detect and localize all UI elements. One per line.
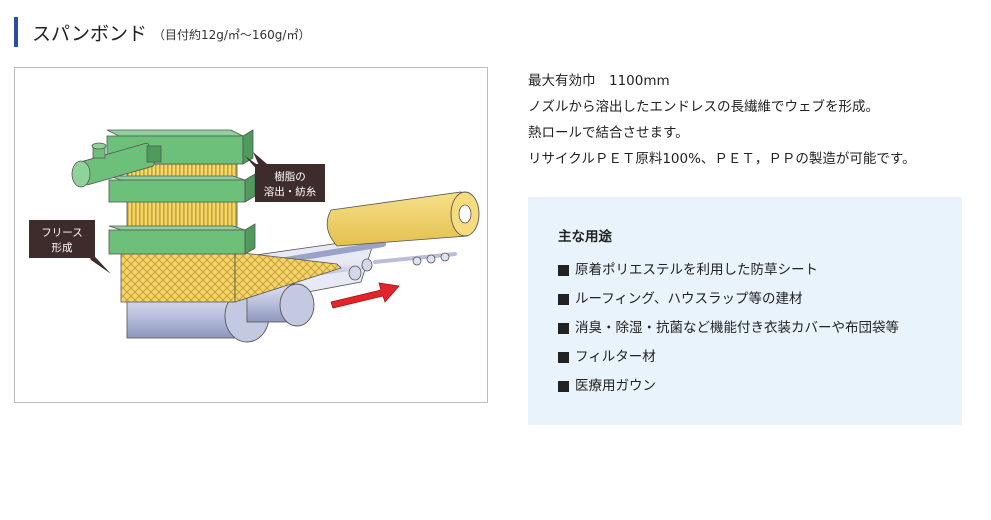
direction-arrow-icon [330, 282, 400, 309]
callout-fleece-formation: フリース 形成 [29, 220, 111, 274]
spinneret-block-top [106, 129, 254, 165]
list-item: フィルター材 [558, 343, 962, 372]
winding-roll-core [458, 204, 472, 224]
square-bullet-icon [558, 294, 569, 305]
winding-roll-surface [326, 191, 468, 247]
spunbond-process-illustration: 樹脂の 溶出・紡糸 フリース 形成 [14, 67, 488, 403]
fleece-web-side [234, 251, 342, 303]
spec-materials: リサイクルＰＥＴ原料100%、ＰＥＴ，ＰＰの製造が可能です。 [528, 151, 916, 167]
guide-rod-end-1 [348, 265, 362, 281]
take-up-rod-end-1 [412, 256, 422, 266]
fleece-web-front [120, 251, 236, 303]
main-uses-panel: 主な用途 原着ポリエステルを利用した防草シート ルーフィング、ハウスラップ等の建… [528, 197, 962, 425]
spec-bonding: 熱ロールで結合させます。 [528, 125, 689, 141]
guide-rod-end-2 [361, 258, 373, 272]
callout-resin-line-1: 樹脂の [274, 170, 306, 183]
callout-resin-spinning: 樹脂の 溶出・紡糸 [245, 152, 325, 202]
take-up-rod-end-3 [440, 252, 450, 262]
spec-process: ノズルから溶出したエンドレスの長繊維でウェブを形成。 [528, 99, 879, 115]
square-bullet-icon [558, 381, 569, 392]
callout-fleece-line-1: フリース [41, 227, 82, 239]
list-item-label: 原着ポリエステルを利用した防草シート [575, 262, 818, 278]
main-uses-list: 原着ポリエステルを利用した防草シート ルーフィング、ハウスラップ等の建材 消臭・… [558, 256, 962, 401]
spec-description: 最大有効巾 1100mm ノズルから溶出したエンドレスの長繊維でウェブを形成。 … [528, 68, 968, 172]
main-uses-title: 主な用途 [558, 229, 612, 245]
calender-roll-2-face [279, 283, 315, 327]
section-heading: スパンボンド （目付約12g/㎡〜160g/㎡） [14, 17, 310, 47]
list-item-label: 消臭・除湿・抗菌など機能付き衣装カバーや布団袋等 [575, 320, 899, 336]
list-item-label: 医療用ガウン [575, 378, 656, 394]
list-item: 医療用ガウン [558, 372, 962, 401]
square-bullet-icon [558, 352, 569, 363]
square-bullet-icon [558, 265, 569, 276]
spec-max-width: 最大有効巾 1100mm [528, 73, 670, 89]
list-item: ルーフィング、ハウスラップ等の建材 [558, 285, 962, 314]
callout-resin-line-2: 溶出・紡糸 [264, 185, 317, 198]
take-up-rod-end-2 [426, 254, 436, 264]
square-bullet-icon [558, 323, 569, 334]
page-title: スパンボンド [32, 22, 147, 45]
list-item: 原着ポリエステルを利用した防草シート [558, 256, 962, 285]
list-item-label: ルーフィング、ハウスラップ等の建材 [575, 291, 803, 307]
spinneret-block-middle [108, 173, 256, 203]
callout-fleece-line-2: 形成 [52, 242, 73, 254]
page-subtitle: （目付約12g/㎡〜160g/㎡） [152, 27, 311, 42]
list-item-label: フィルター材 [575, 349, 656, 365]
heading-accent-bar [14, 17, 18, 47]
list-item: 消臭・除湿・抗菌など機能付き衣装カバーや布団袋等 [558, 314, 962, 343]
resin-feed-pipe [71, 142, 162, 188]
spinneret-block-bottom [108, 223, 256, 255]
